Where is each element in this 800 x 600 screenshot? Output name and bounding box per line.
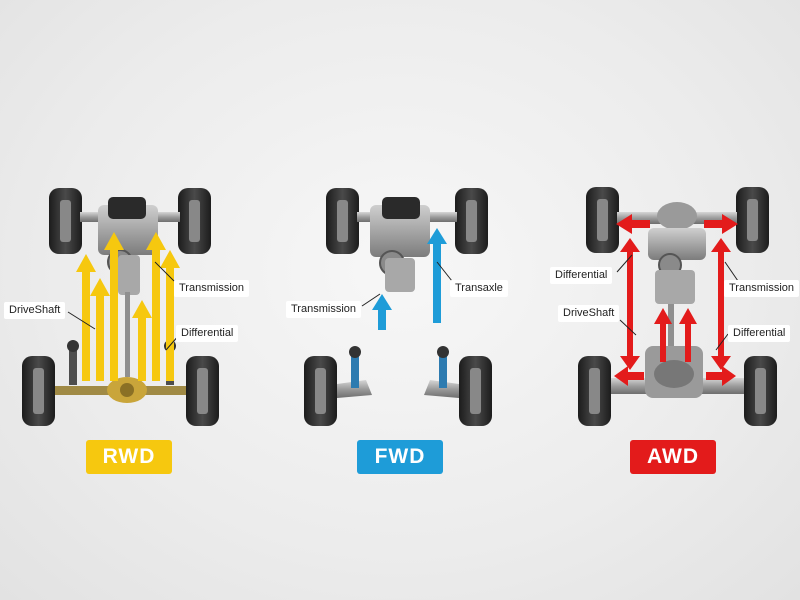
- arrow-icon: [146, 232, 166, 381]
- arrow-icon: [711, 238, 731, 370]
- label-awd-differential-rear: Differential: [728, 325, 791, 342]
- arrow-icon: [614, 366, 644, 386]
- arrow-icon: [679, 308, 697, 362]
- engine-icon: [98, 197, 158, 295]
- arrow-icon: [706, 366, 736, 386]
- arrow-icon: [616, 214, 650, 234]
- rwd-power-arrows: [76, 232, 180, 381]
- wheel-icon: [326, 188, 359, 254]
- rwd-badge: RWD: [86, 440, 172, 474]
- label-rwd-driveshaft: DriveShaft: [4, 302, 66, 319]
- label-awd-driveshaft: DriveShaft: [558, 305, 620, 322]
- arrow-icon: [427, 228, 447, 323]
- arrow-icon: [90, 278, 110, 381]
- wheel-icon: [49, 188, 82, 254]
- engine-icon: [370, 197, 430, 292]
- wheel-icon: [178, 188, 211, 254]
- wheel-icon: [736, 187, 769, 253]
- engine-icon: [648, 228, 706, 304]
- label-fwd-transmission: Transmission: [286, 301, 361, 318]
- fwd-chassis: [304, 188, 492, 426]
- wheel-icon: [586, 187, 619, 253]
- wheel-icon: [455, 188, 488, 254]
- fwd-power-arrows: [372, 228, 447, 330]
- fwd-badge: FWD: [357, 440, 443, 474]
- arrow-icon: [654, 308, 672, 362]
- arrow-icon: [132, 300, 152, 381]
- wheel-icon: [578, 356, 611, 426]
- arrow-icon: [104, 232, 124, 381]
- label-rwd-transmission: Transmission: [174, 280, 249, 297]
- awd-badge: AWD: [630, 440, 716, 474]
- axle-icon: [55, 377, 186, 403]
- wheel-icon: [459, 356, 492, 426]
- arrow-icon: [704, 214, 738, 234]
- label-rwd-differential: Differential: [176, 325, 239, 342]
- label-fwd-transaxle: Transaxle: [450, 280, 508, 297]
- wheel-icon: [304, 356, 337, 426]
- arrow-icon: [76, 254, 96, 381]
- wheel-icon: [744, 356, 777, 426]
- arrow-icon: [372, 294, 392, 330]
- awd-power-arrows: [614, 214, 738, 386]
- wheel-icon: [22, 356, 55, 426]
- arrow-icon: [160, 250, 180, 381]
- arrow-icon: [620, 238, 640, 370]
- wheel-icon: [186, 356, 219, 426]
- label-awd-differential-front: Differential: [550, 267, 613, 284]
- label-awd-transmission: Transmission: [724, 280, 799, 297]
